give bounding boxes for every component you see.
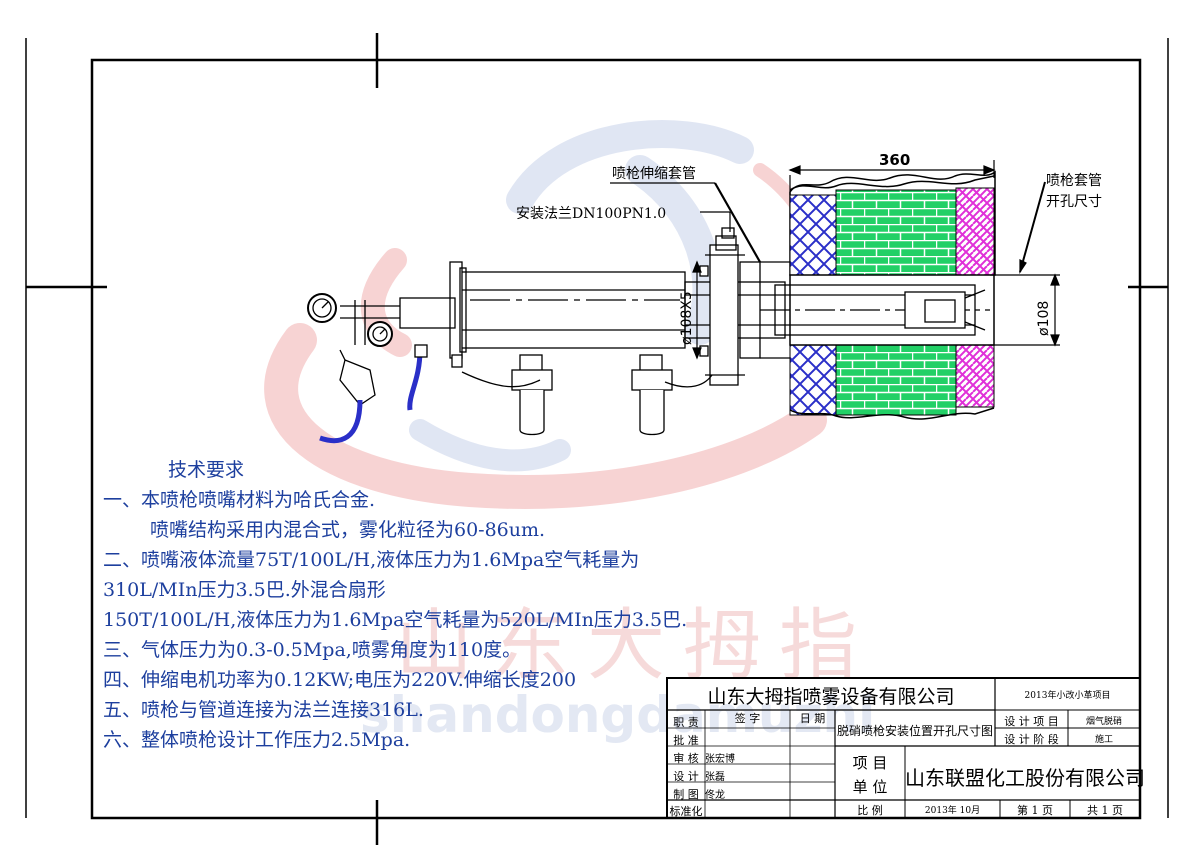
tech-line-7: 四、伸缩电机功率为0.12KW;电压为220V.伸缩长度200 [103, 669, 577, 691]
design-stage-label: 设 计 阶 段 [1004, 733, 1059, 746]
role-drafting: 制 图 [673, 788, 699, 801]
header-sign: 签 字 [734, 712, 761, 725]
dim-360-label: 360 [879, 151, 910, 169]
unit-label-2: 单 位 [852, 778, 888, 796]
role-drafting-name: 佟龙 [705, 790, 725, 801]
header-role: 职 责 [673, 716, 699, 729]
title-block: 山东大拇指喷雾设备有限公司 2013年小改小革项目 职 责 签 字 日 期 脱硝… [667, 678, 1146, 818]
title-block-frame [666, 677, 1141, 819]
role-approve: 批 准 [673, 734, 699, 747]
unit-label-1: 项 目 [852, 754, 888, 772]
dim-hole-label: ø108 [1036, 301, 1052, 336]
tech-line-1: 一、本喷枪喷嘴材料为哈氏合金. [103, 489, 376, 511]
design-project-label: 设 计 项 目 [1004, 715, 1059, 728]
role-design: 设 计 [673, 770, 699, 783]
role-standard: 标准化 [669, 805, 703, 818]
role-design-name: 张磊 [705, 772, 725, 783]
sleeve-label: 喷枪伸缩套管 [612, 165, 696, 182]
opening-label-line2: 开孔尺寸 [1046, 194, 1102, 210]
opening-label-line1: 喷枪套管 [1046, 172, 1102, 189]
drawing-title: 脱硝喷枪安装位置开孔尺寸图 [836, 724, 993, 738]
watermark-chars: 山东大拇指 [395, 601, 875, 691]
role-review-name: 张宏博 [705, 754, 735, 765]
tech-title: 技术要求 [168, 459, 245, 481]
role-review: 审 核 [673, 752, 699, 765]
maker-name: 山东大拇指喷雾设备有限公司 [707, 686, 955, 708]
technical-requirements: 技术要求 一、本喷枪喷嘴材料为哈氏合金. 喷嘴结构采用内混合式，雾化粒径为60-… [103, 455, 687, 755]
design-stage-value: 施工 [1094, 735, 1113, 745]
tech-line-2: 喷嘴结构采用内混合式，雾化粒径为60-86um. [150, 519, 546, 541]
design-project-value: 烟气脱硝 [1085, 717, 1122, 727]
date-value: 2013年 10月 [924, 806, 981, 816]
tech-line-3: 二、喷嘴液体流量75T/100L/H,液体压力为1.6Mpa空气耗量为 [103, 549, 640, 571]
dimensions [610, 160, 1060, 360]
client-name: 山东联盟化工股份有限公司 [905, 766, 1145, 790]
watermark-url: shandongdamuzhi [360, 686, 875, 744]
tech-line-5: 150T/100L/H,液体压力为1.6Mpa空气耗量为520L/MIn压力3.… [103, 609, 688, 631]
scale-label: 比 例 [857, 804, 883, 817]
project-name: 2013年小改小革项目 [1024, 691, 1111, 701]
dim-pipe-label: ø108X5 [679, 291, 695, 345]
flange-label: 安装法兰DN100PN1.0 [516, 206, 666, 222]
page-number: 第 1 页 [1017, 804, 1053, 817]
sheet-frame [25, 33, 1169, 845]
tech-line-4: 310L/MIn压力3.5巴.外混合扇形 [103, 579, 386, 601]
page-total: 共 1 页 [1087, 804, 1123, 817]
header-date: 日 期 [799, 712, 826, 725]
tech-line-6: 三、气体压力为0.3-0.5Mpa,喷雾角度为110度。 [103, 639, 522, 661]
tech-line-9: 六、整体喷枪设计工作压力2.5Mpa. [103, 729, 411, 751]
tech-line-8: 五、喷枪与管道连接为法兰连接316L. [103, 699, 424, 721]
